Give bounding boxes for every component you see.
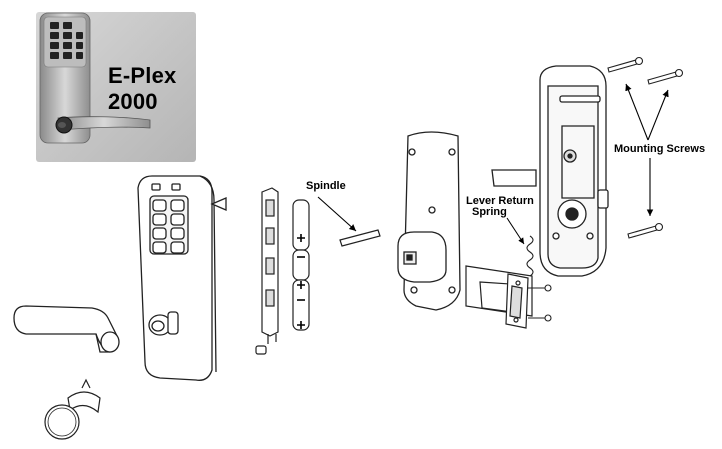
latch — [465, 265, 533, 329]
lever-handle — [13, 305, 120, 353]
battery-holder — [255, 187, 279, 355]
batteries — [292, 199, 310, 331]
product-name: E-Plex — [108, 63, 177, 88]
plus-icon — [297, 234, 305, 329]
minus-icon — [297, 256, 305, 301]
spindle-label: Spindle — [306, 180, 346, 192]
mounting-screws-label: Mounting Screws — [614, 143, 706, 155]
clip-and-washer — [44, 378, 101, 440]
keypad-trim — [137, 175, 227, 381]
mounting-screws-arrows — [625, 83, 669, 216]
lever-return-spring-label-line2: Spring — [472, 206, 507, 218]
photo-lock — [39, 12, 151, 144]
product-model: 2000 — [108, 89, 158, 114]
lever-return-spring-label-line1: Lever Return — [466, 195, 534, 207]
latch-screws — [528, 284, 552, 322]
lock-chassis — [491, 65, 609, 277]
lever-return-spring — [506, 217, 534, 277]
mounting-plate — [397, 131, 461, 311]
spindle — [317, 196, 381, 247]
mounting-screws — [607, 56, 684, 239]
